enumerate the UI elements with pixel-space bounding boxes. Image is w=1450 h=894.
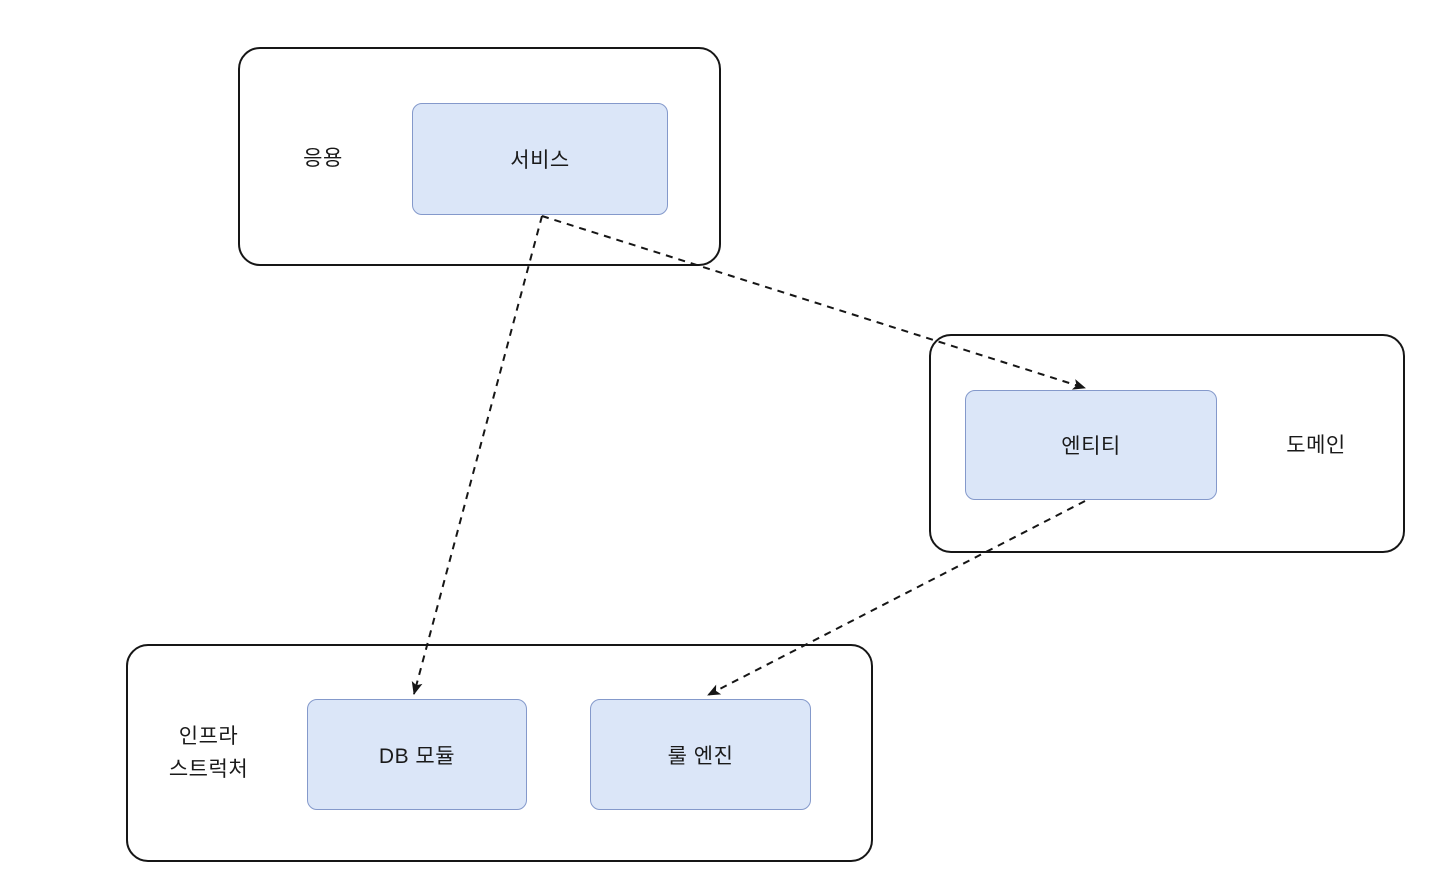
group-application: 응용 서비스 — [238, 47, 721, 266]
node-rule-engine: 룰 엔진 — [590, 699, 811, 810]
node-service: 서비스 — [412, 103, 668, 215]
group-infrastructure-label: 인프라 스트럭처 — [168, 725, 249, 781]
node-service-label: 서비스 — [510, 149, 570, 172]
group-application-label: 응용 — [303, 147, 343, 170]
node-rule-engine-label: 룰 엔진 — [667, 744, 734, 768]
group-infrastructure: 인프라 스트럭처 DB 모듈 룰 엔진 — [126, 644, 873, 862]
group-domain: 도메인 엔티티 — [929, 334, 1405, 553]
group-domain-label: 도메인 — [1286, 434, 1346, 457]
node-db-module-label: DB 모듈 — [378, 744, 456, 768]
node-entity-label: 엔티티 — [1061, 435, 1121, 458]
node-entity: 엔티티 — [965, 390, 1217, 500]
node-db-module: DB 모듈 — [307, 699, 527, 810]
edge-service-to-db-module — [411, 215, 543, 695]
